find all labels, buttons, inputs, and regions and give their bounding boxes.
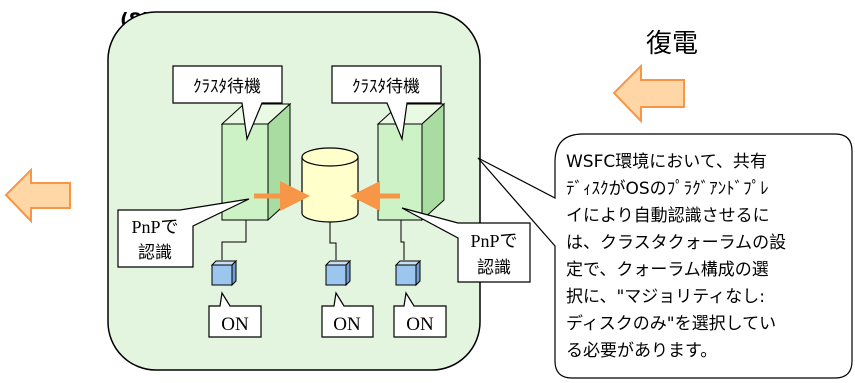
note-callout: WSFC環境において、共有 ﾃﾞｨｽｸがOSのﾌﾟﾗｸﾞｱﾝﾄﾞﾌﾟﾚ イにより… <box>477 133 853 379</box>
pnp-callout-right: PnPで 認識 <box>401 207 531 283</box>
note-line: は、クラスタクォーラムの設 <box>566 233 786 253</box>
connector-center <box>329 222 337 260</box>
shared-disk-icon <box>301 147 359 223</box>
note-line: 定で、クォーラム構成の選 <box>566 260 769 280</box>
note-line: る必要があります。 <box>566 341 717 361</box>
connector-right <box>400 220 405 260</box>
server-label-right-callout: ｸﾗｽﾀ待機 <box>331 65 442 142</box>
on-label-callout: ON <box>208 291 262 338</box>
on-label: ON <box>333 314 361 335</box>
on-label-callout: ON <box>393 291 447 338</box>
server-label-left: ｸﾗｽﾀ待機 <box>193 77 261 97</box>
node-icon <box>210 259 238 287</box>
server-label-left-callout: ｸﾗｽﾀ待機 <box>172 65 283 142</box>
server-label-right: ｸﾗｽﾀ待機 <box>352 77 420 97</box>
note-line: 択に、"マジョリティなし: <box>566 287 765 307</box>
pnp-label-left-line1: PnPで <box>131 217 178 237</box>
server-right <box>376 102 446 222</box>
node-icon <box>394 259 422 287</box>
node-icon <box>324 259 352 287</box>
power-restore-label: 復電 <box>646 29 698 59</box>
pnp-label-left-line2: 認識 <box>138 243 172 263</box>
pnp-label-right-line2: 認識 <box>477 258 511 278</box>
restore-arrow-icon <box>612 63 685 124</box>
on-label-callout: ON <box>321 291 374 338</box>
on-label: ON <box>406 314 434 335</box>
note-line: イにより自動認識させるに <box>566 206 770 226</box>
connector-left <box>221 220 247 260</box>
note-line: WSFC環境において、共有 <box>566 152 767 172</box>
pnp-callout-left: PnPで 認識 <box>117 198 250 268</box>
left-arrow-icon <box>4 167 71 224</box>
on-label: ON <box>221 314 249 335</box>
note-line: ﾃﾞｨｽｸがOSのﾌﾟﾗｸﾞｱﾝﾄﾞﾌﾟﾚ <box>566 179 769 199</box>
note-line: ディスクのみ"を選択してい <box>566 313 776 334</box>
pnp-label-right-line1: PnPで <box>470 231 517 251</box>
